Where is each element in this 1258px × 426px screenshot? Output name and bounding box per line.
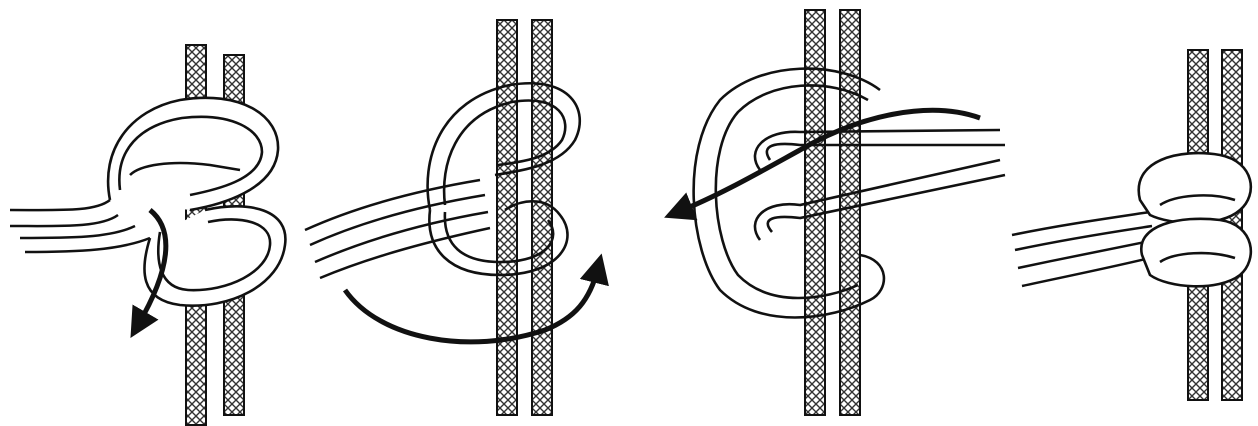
step-3-arrow xyxy=(678,110,980,212)
step-1-cord-tails xyxy=(10,200,150,252)
step-2-arrow xyxy=(345,268,598,342)
step-2-cord-tails xyxy=(305,180,490,278)
step-1-cord-loops xyxy=(108,98,285,306)
step-3-figure xyxy=(678,10,1005,415)
step-4-cord-tails xyxy=(1012,212,1158,286)
step-1-figure xyxy=(10,45,285,425)
step-2-figure xyxy=(305,20,598,415)
step-2-standing-rope xyxy=(497,20,552,415)
step-4-figure xyxy=(1012,50,1251,400)
